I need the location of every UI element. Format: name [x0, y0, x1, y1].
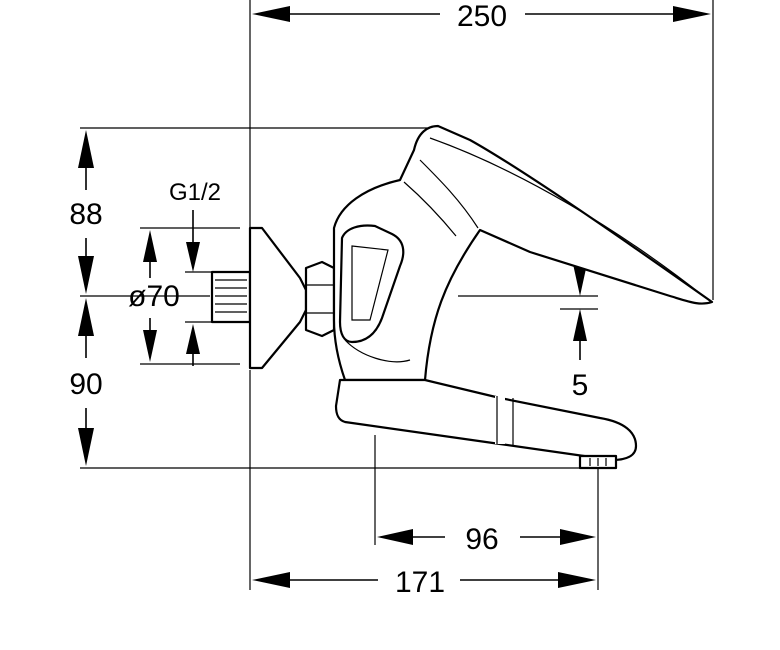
dim-250: 250	[252, 0, 711, 33]
dim-90: 90	[69, 298, 103, 466]
wall-rosette	[248, 226, 308, 370]
dim-250-label: 250	[457, 0, 507, 33]
dim-171: 171	[252, 566, 596, 599]
extension-lines	[80, 0, 714, 590]
dim-thread-g12: G1/2	[169, 179, 221, 366]
dim-88: 88	[69, 130, 103, 294]
dim-diameter-70: ø70	[128, 230, 180, 362]
dim-88-label: 88	[69, 198, 102, 231]
thread-label: G1/2	[169, 179, 221, 206]
hex-nut	[304, 260, 336, 338]
mixer-housing	[332, 124, 714, 382]
spout	[334, 378, 638, 462]
dim-96: 96	[377, 523, 596, 556]
dim-5-label: 5	[572, 369, 589, 402]
faucet-body	[210, 124, 714, 470]
dim-5: 5	[572, 240, 589, 402]
dim-96-label: 96	[465, 523, 498, 556]
dim-90-label: 90	[69, 368, 102, 401]
dim-171-label: 171	[395, 566, 445, 599]
housing-window	[338, 224, 405, 344]
dim-diameter-70-label: ø70	[128, 280, 180, 313]
